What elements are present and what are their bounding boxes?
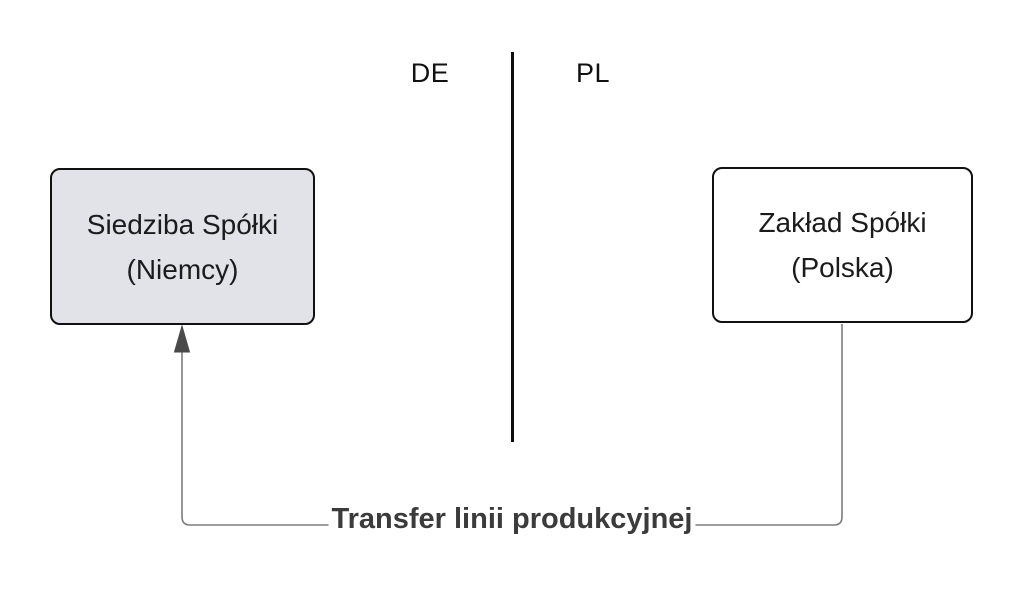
hq-box-line2: (Niemcy) bbox=[126, 253, 239, 285]
region-label-pl: PL bbox=[575, 58, 611, 88]
hq-box-line1: Siedziba Spółki bbox=[86, 208, 279, 240]
arrowhead-up-icon bbox=[173, 324, 191, 353]
plant-box-line2: (Polska) bbox=[791, 252, 894, 283]
plant-box-line1: Zakład Spółki bbox=[758, 207, 927, 238]
hq-box: Siedziba Spółki (Niemcy) bbox=[50, 168, 315, 325]
plant-box: Zakład Spółki (Polska) bbox=[712, 167, 973, 323]
border-divider-line bbox=[511, 52, 514, 442]
transfer-label: Transfer linii produkcyjnej bbox=[328, 503, 696, 536]
region-label-de: DE bbox=[410, 58, 450, 88]
